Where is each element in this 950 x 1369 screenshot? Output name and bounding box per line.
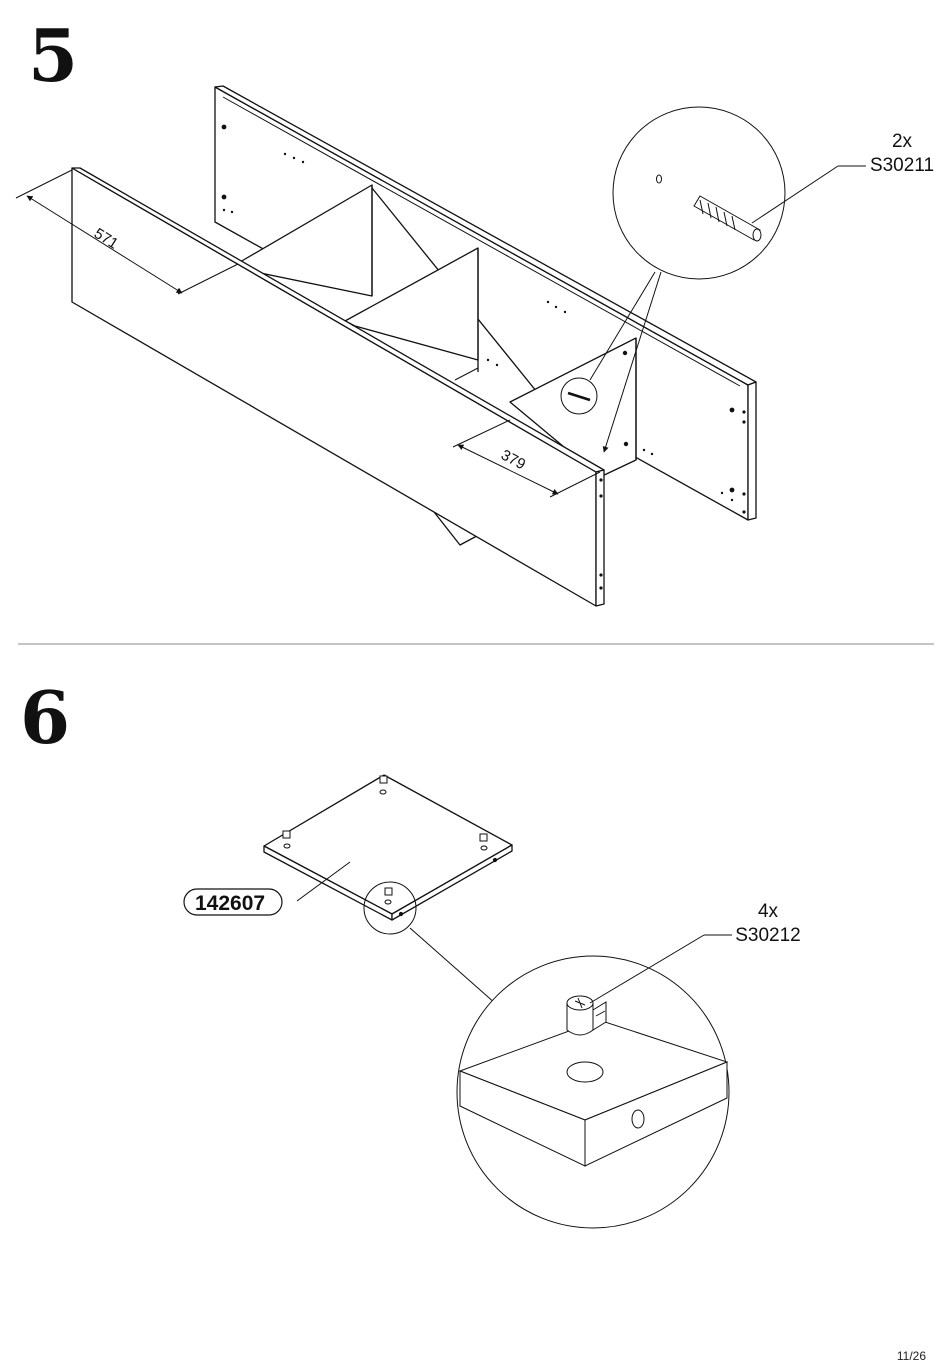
step6-detail <box>364 882 732 1228</box>
end-panel-right <box>748 382 756 520</box>
detail-magnified-circle <box>613 107 785 279</box>
step6-panel <box>264 775 512 920</box>
front-panel-end-edge <box>596 470 604 606</box>
part-number: 142607 <box>195 892 265 915</box>
part-label-142607: 142607 <box>184 889 282 915</box>
